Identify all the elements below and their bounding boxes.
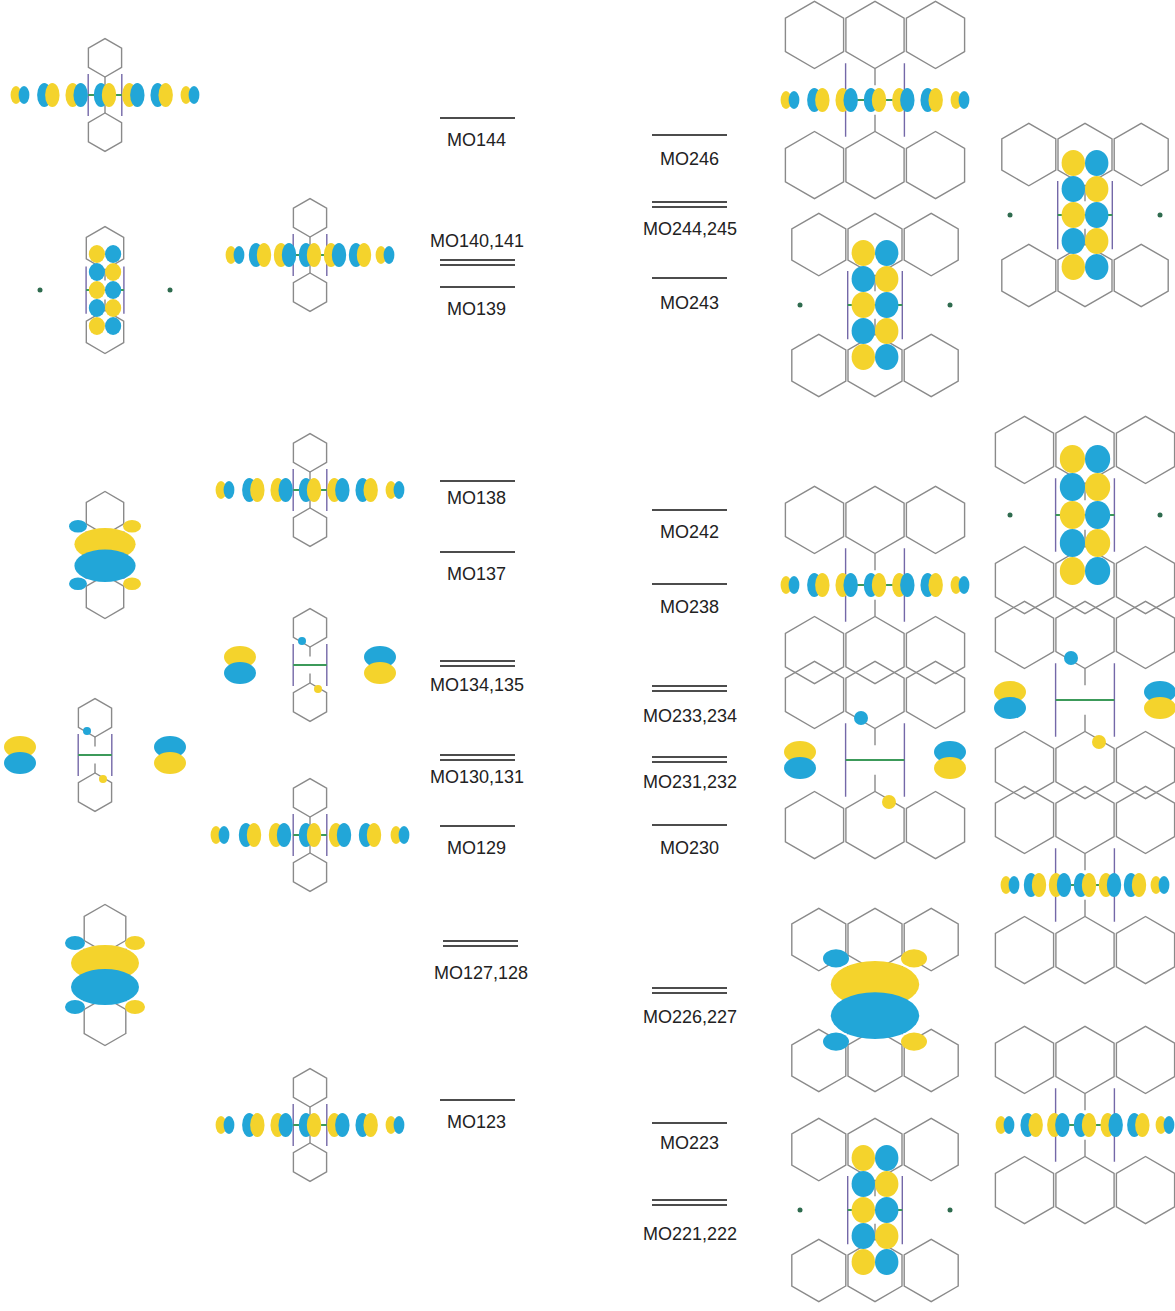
molecule-skeleton [293,199,327,312]
molecule-skeleton [88,39,122,152]
energy-level [440,826,515,827]
orbital-label: MO137 [447,563,506,585]
orbital-lobes [4,727,186,783]
molecule-skeleton [293,1069,327,1182]
molecule-skeleton [995,786,1174,983]
molecule-skeleton [785,1,964,198]
molecule-skeleton [995,601,1174,798]
energy-level [440,1100,515,1101]
molecule-skeleton [293,434,327,547]
orbital-lobes [216,478,405,502]
energy-level [652,278,727,279]
orbital-lobes [11,83,200,107]
orbital-label: MO138 [447,487,506,509]
molecule-skeleton [792,908,958,1091]
molecule-skeleton [785,661,964,858]
orbital-label: MO140,141 [430,230,524,252]
molecule-skeleton [792,213,958,396]
orbital-lobes [1001,873,1170,897]
energy-level [652,825,727,826]
molecule-skeleton [86,227,124,354]
molecule-skeleton [293,779,327,892]
orbital-lobes [69,520,141,590]
molecule-skeleton [995,1026,1174,1223]
molecule-skeleton [792,1118,958,1301]
energy-level [652,1200,727,1205]
orbital-label: MO231,232 [643,771,737,793]
orbital-label: MO130,131 [430,766,524,788]
orbital-lobes [994,651,1175,749]
molecule-skeleton [78,699,112,812]
orbital-label: MO246 [660,148,719,170]
orbital-lobes [224,637,396,693]
orbital-label: MO233,234 [643,705,737,727]
orbital-label: MO123 [447,1111,506,1133]
orbital-label: MO238 [660,596,719,618]
molecule-skeleton [995,416,1174,613]
orbital-label: MO243 [660,292,719,314]
energy-level [440,287,515,288]
molecule-skeleton [785,486,964,683]
molecule-skeleton [293,609,327,722]
orbital-lobes [996,1113,1175,1137]
orbital-lobes [65,936,145,1014]
orbital-lobes [784,711,966,809]
energy-level [652,135,727,136]
energy-level [443,941,518,946]
energy-level [652,510,727,511]
orbital-label: MO129 [447,837,506,859]
orbital-lobes [781,573,970,597]
energy-level [440,552,515,553]
orbital-label: MO127,128 [434,962,528,984]
energy-level [652,686,727,691]
orbital-lobes [211,823,410,847]
energy-level [652,202,727,207]
energy-level [652,584,727,585]
orbital-lobes [1008,445,1163,585]
orbital-lobes [798,240,953,370]
orbital-lobes [38,245,173,335]
orbital-label: MO223 [660,1132,719,1154]
orbital-lobes [781,88,970,112]
orbital-label: MO144 [447,129,506,151]
energy-level [440,260,515,265]
orbital-label: MO139 [447,298,506,320]
orbital-label: MO244,245 [643,218,737,240]
orbital-label: MO134,135 [430,674,524,696]
orbital-lobes [1008,150,1163,280]
energy-level [440,481,515,482]
energy-level [652,1123,727,1124]
orbital-label: MO221,222 [643,1223,737,1245]
energy-level [440,755,515,760]
orbital-label: MO226,227 [643,1006,737,1028]
orbital-label: MO230 [660,837,719,859]
orbital-lobes [226,243,395,267]
orbital-lobes [216,1113,405,1137]
orbital-lobes [823,949,927,1050]
orbital-label: MO242 [660,521,719,543]
energy-level [652,988,727,993]
energy-level [440,661,515,666]
energy-level [652,757,727,762]
molecule-skeleton [1002,123,1168,306]
orbital-lobes [798,1145,953,1275]
energy-level [440,118,515,119]
